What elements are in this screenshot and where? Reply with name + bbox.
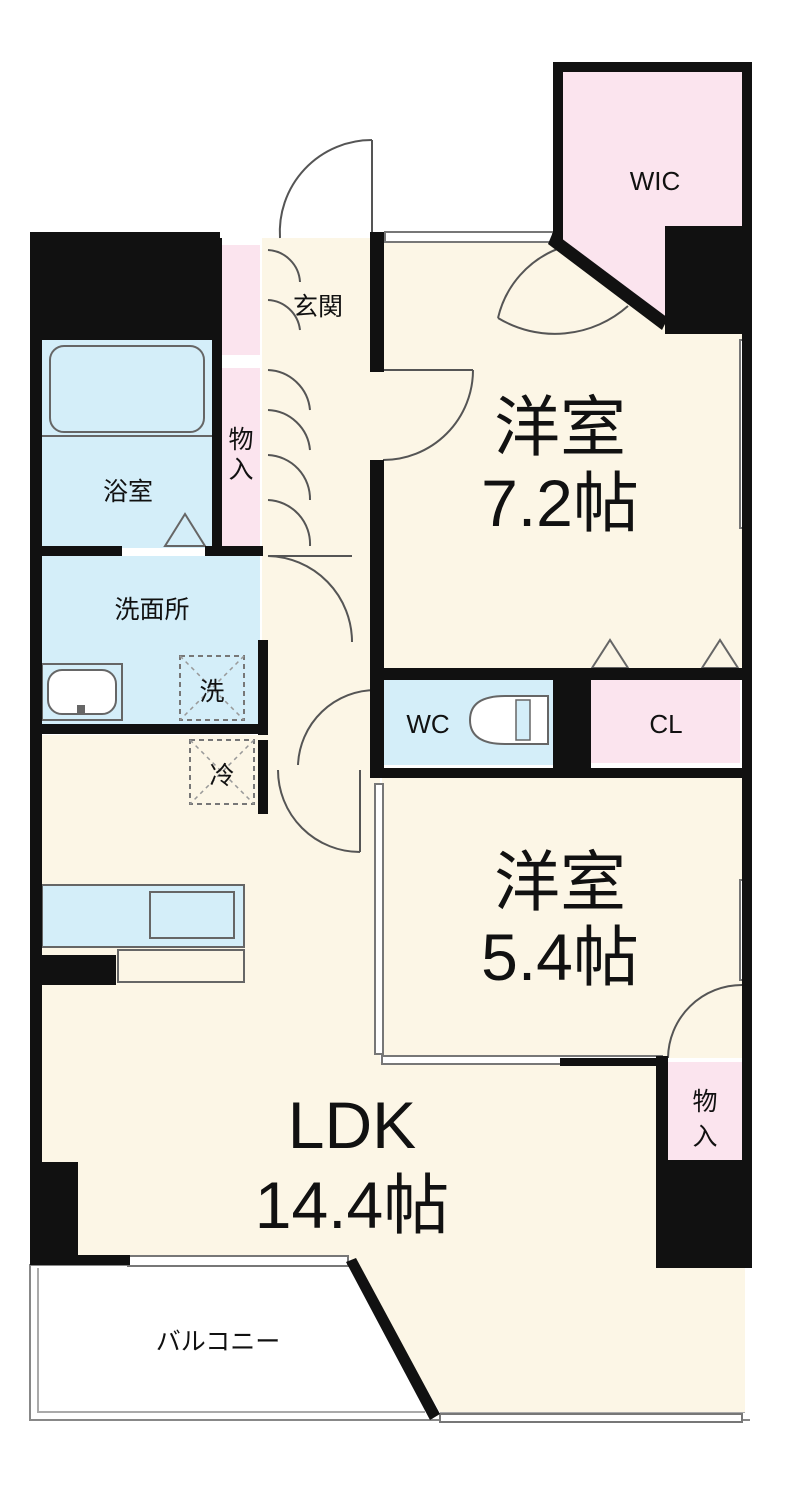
room-labels: WIC 玄関 洋室 7.2帖 物 入 浴室 洗面所 洗 冷 WC CL 洋室 5… bbox=[103, 166, 718, 1356]
label-western-room-1-size: 7.2帖 bbox=[481, 466, 639, 540]
label-ldk-size: 14.4帖 bbox=[255, 1168, 449, 1242]
label-entrance: 玄関 bbox=[293, 293, 343, 321]
label-western-room-2: 洋室 bbox=[494, 845, 626, 919]
label-storage-right-1: 物 bbox=[692, 1088, 717, 1116]
wall-block-top-left bbox=[30, 232, 220, 340]
shoe-storage-floor bbox=[222, 245, 260, 355]
storage-right-floor bbox=[668, 1062, 742, 1162]
label-storage-left-2: 入 bbox=[228, 456, 253, 484]
floor-fills bbox=[40, 72, 745, 1412]
toilet bbox=[468, 695, 549, 745]
wic-floor bbox=[558, 72, 742, 318]
washer-space bbox=[179, 655, 245, 721]
walls bbox=[30, 62, 752, 1420]
label-ldk: LDK bbox=[288, 1088, 416, 1162]
closet-floor bbox=[590, 678, 740, 763]
western-room-2-floor bbox=[382, 778, 742, 1058]
label-bath: 浴室 bbox=[103, 478, 153, 506]
bathtub bbox=[42, 345, 212, 547]
label-fridge: 冷 bbox=[209, 762, 234, 790]
western-room-1-floor bbox=[380, 238, 745, 668]
label-closet: CL bbox=[649, 709, 682, 739]
label-washroom: 洗面所 bbox=[114, 596, 189, 624]
kitchen-counter bbox=[41, 884, 245, 983]
label-wic: WIC bbox=[630, 166, 681, 196]
label-balcony: バルコニー bbox=[156, 1328, 281, 1356]
label-western-room-1: 洋室 bbox=[494, 390, 626, 464]
label-wc: WC bbox=[406, 709, 449, 739]
label-storage-left-1: 物 bbox=[228, 426, 253, 454]
label-storage-right-2: 入 bbox=[692, 1123, 717, 1151]
label-western-room-2-size: 5.4帖 bbox=[481, 920, 639, 994]
fridge-space bbox=[189, 739, 255, 805]
storage-left-floor bbox=[222, 368, 260, 546]
wash-basin bbox=[41, 663, 123, 721]
door-swings bbox=[267, 138, 743, 1059]
label-washer: 洗 bbox=[199, 678, 224, 706]
